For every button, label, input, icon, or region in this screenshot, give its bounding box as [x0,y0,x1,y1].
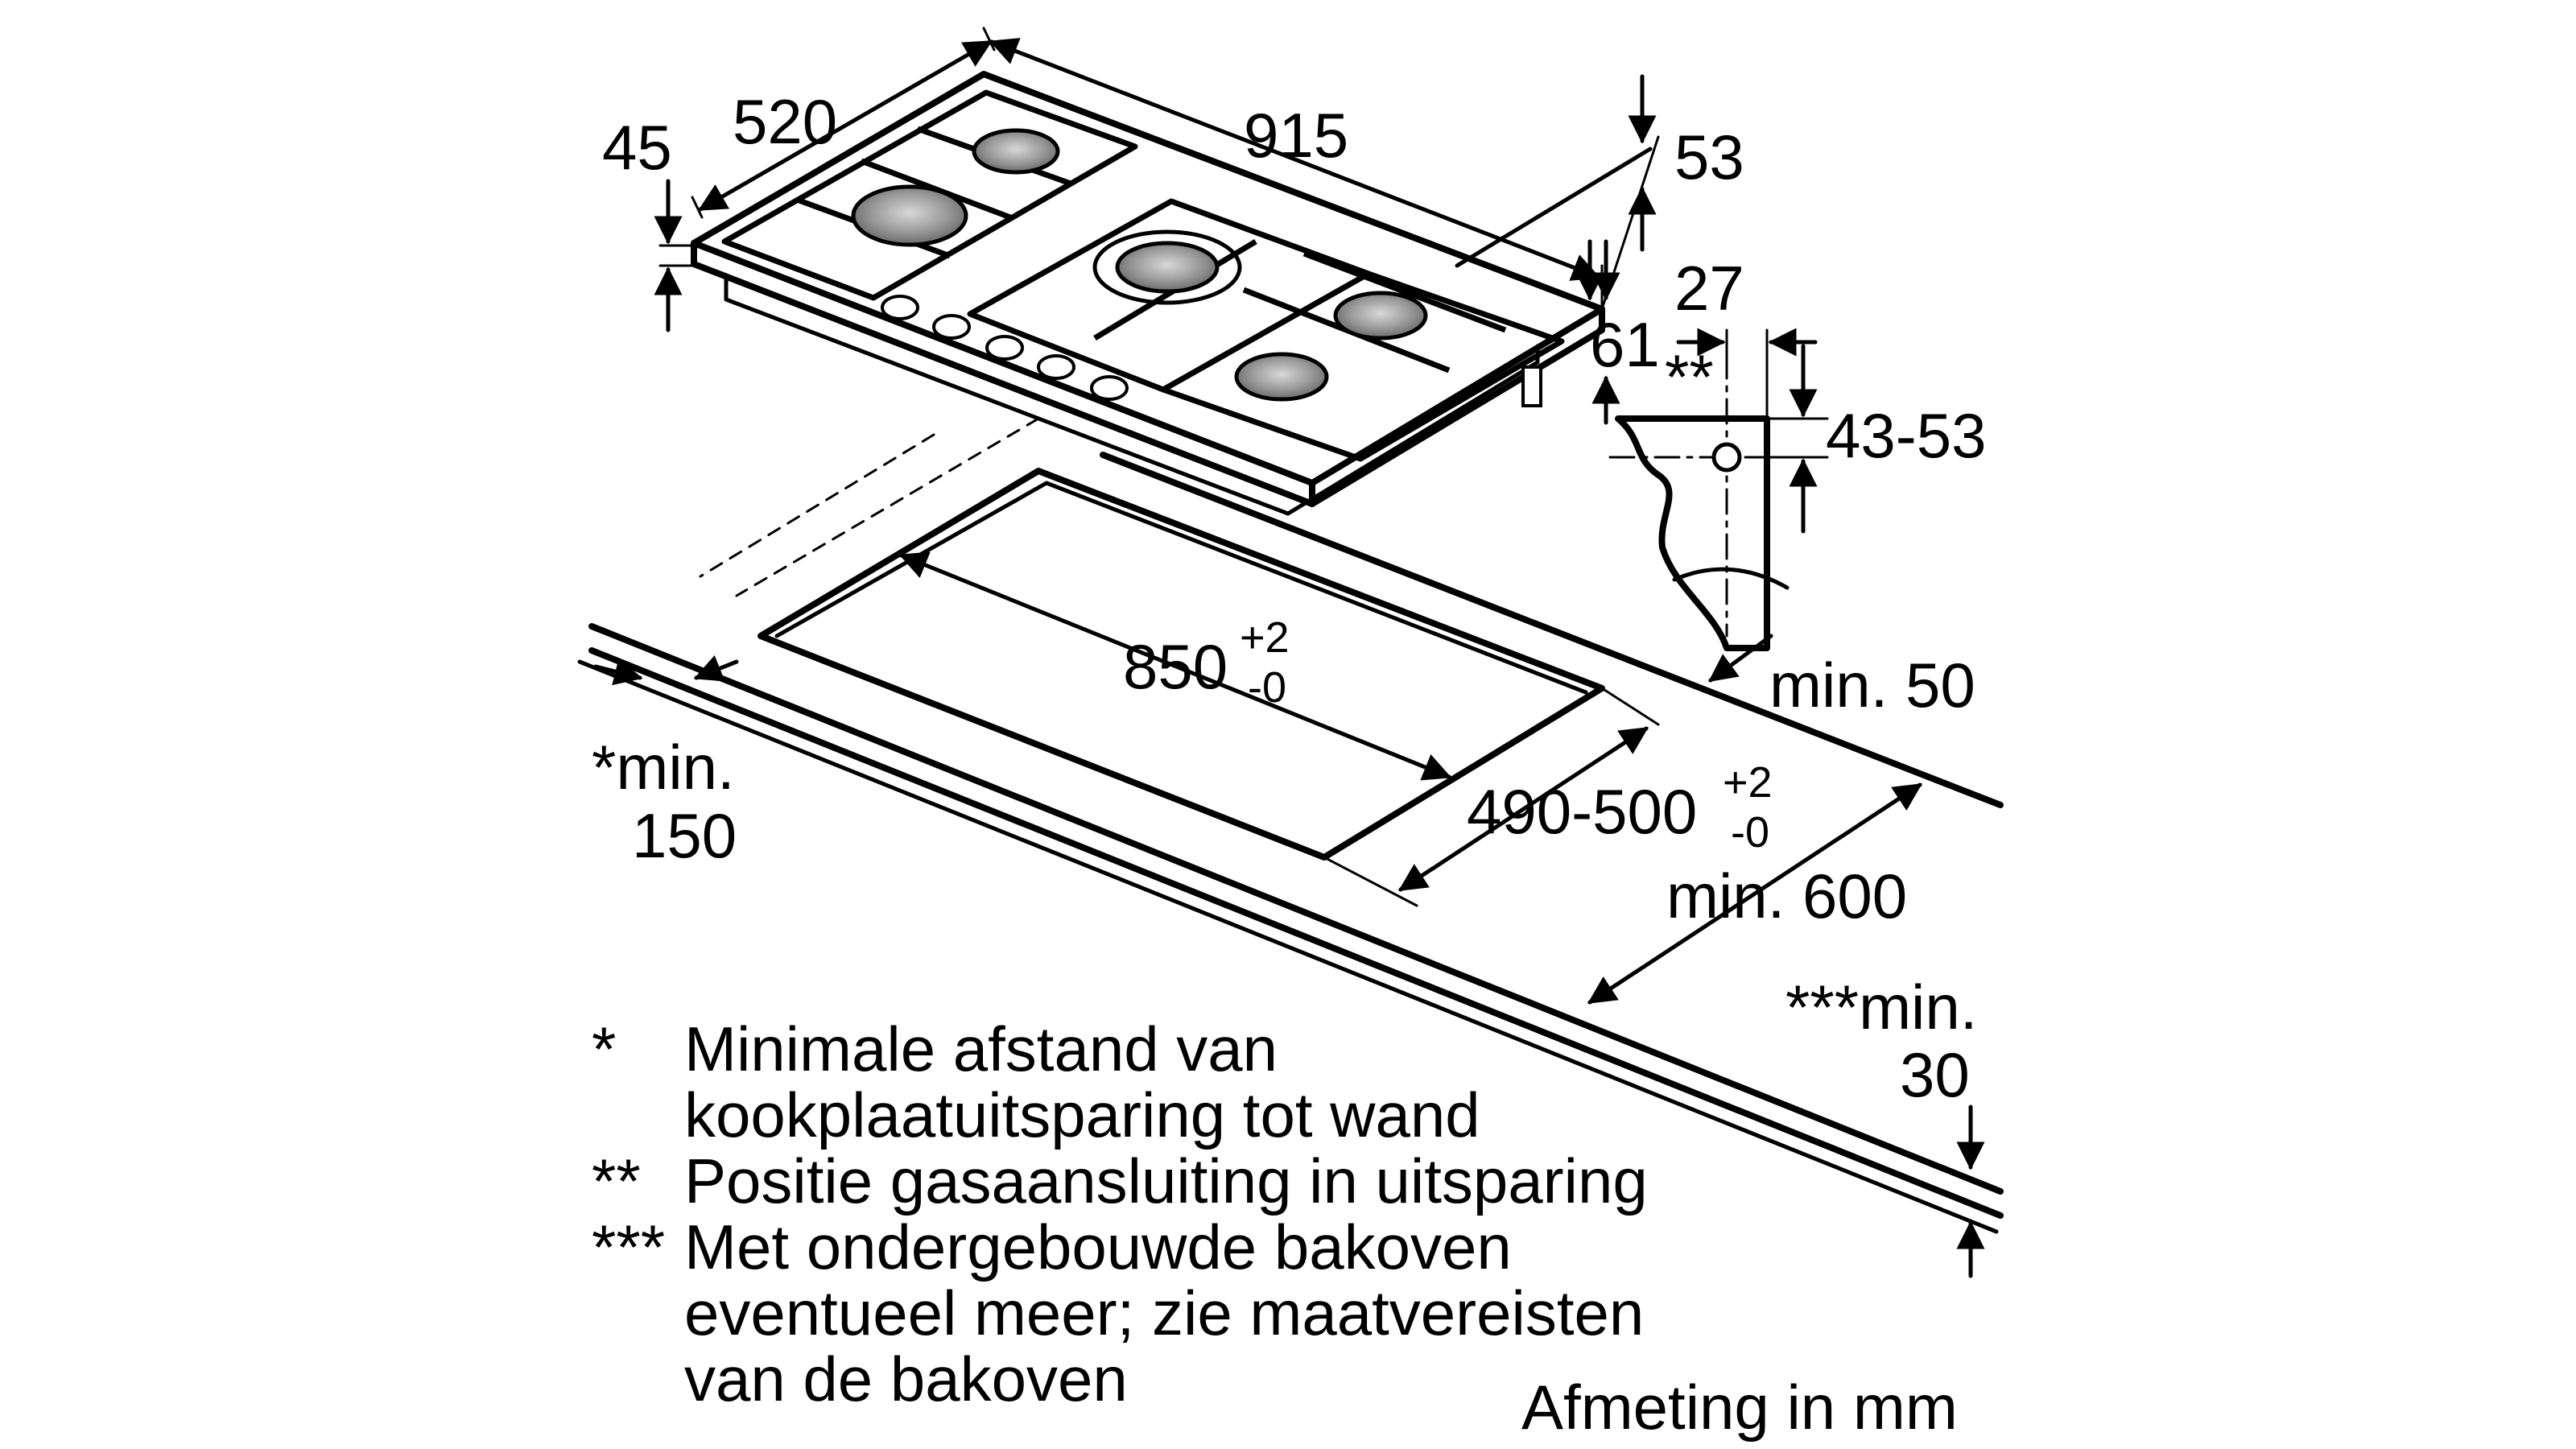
label-61: 61 [1590,309,1660,380]
label-min150-a: *min. [592,732,735,803]
label-490-500: 490-500 [1467,776,1697,847]
knob-2 [932,314,971,340]
gas-connector [1521,365,1542,407]
burner-wok [1115,241,1220,294]
burner-front-right [1234,352,1329,402]
label-490-tol-minus: -0 [1731,808,1769,857]
unit-note: Afmeting in mm [1521,1372,1958,1443]
label-520: 520 [733,86,837,157]
worktop-back-edge [1100,452,2004,808]
label-53: 53 [1674,122,1744,192]
label-850-tol-minus: -0 [1248,663,1286,712]
label-min600: min. 600 [1666,861,1907,931]
burner-back-right [1333,291,1428,341]
note1-marker: * [592,1013,616,1084]
dimension-labels: 45 520 915 53 27 61 ** 43-53 min. 50 850… [592,86,1987,1110]
dim-min150-arrow-right [693,655,739,682]
dim-min150-arrow-left [593,658,643,686]
projection-line-left [735,417,1040,597]
note1-line2: kookplaatuitsparing tot wand [684,1080,1480,1150]
label-45: 45 [602,112,672,183]
note2-marker: ** [592,1146,641,1216]
label-min30-a: ***min. [1785,972,1977,1042]
detail-break-line [1672,567,1790,590]
dim-min50-arrow [1708,634,1773,683]
label-915: 915 [1244,100,1348,171]
worktop-front-edge-bottom [588,647,2004,1219]
note3-line1: Met ondergebouwde bakoven [684,1212,1512,1282]
knob-5 [1090,375,1129,401]
note3-line2: eventueel meer; zie maatvereisten [684,1278,1644,1348]
knob-1 [881,295,919,320]
label-min30-b: 30 [1900,1039,1970,1110]
footnotes: * Minimale afstand van kookplaatuitspari… [592,1013,1958,1443]
burner-large-left [851,184,968,247]
label-27: 27 [1674,253,1744,324]
projection-line-left-2 [699,433,935,578]
label-star2: ** [1665,341,1714,412]
label-min150-b: 150 [632,800,737,871]
knob-3 [985,335,1024,361]
dim-min600-line [1587,782,1922,1005]
dim-520-line [697,39,993,212]
note1-line1: Minimale afstand van [684,1013,1278,1084]
label-490-tol-plus: +2 [1723,758,1773,807]
worktop-lower-line [577,659,1999,1234]
label-min50: min. 50 [1769,650,1975,720]
dim-53-ext [1455,147,1653,268]
dim-490-500-line [1398,726,1649,892]
gas-inlet-icon [1711,442,1742,473]
detail-profile [1615,415,1770,651]
note3-line3: van de bakoven [684,1344,1128,1414]
label-43-53: 43-53 [1826,400,1987,471]
control-knobs [881,295,1129,401]
burner-small-back-left [972,128,1060,175]
dimension-lines [593,27,1985,1278]
dim-915-line [989,38,1601,281]
note2-line1: Positie gasaansluiting in uitsparing [684,1146,1648,1216]
note3-marker: *** [592,1212,665,1282]
countertop [577,452,2004,1234]
knob-4 [1037,354,1075,380]
label-850: 850 [1123,631,1228,702]
worktop-front-edge-top [588,623,2004,1195]
label-850-tol-plus: +2 [1240,613,1290,662]
dim-850-line [898,551,1452,781]
